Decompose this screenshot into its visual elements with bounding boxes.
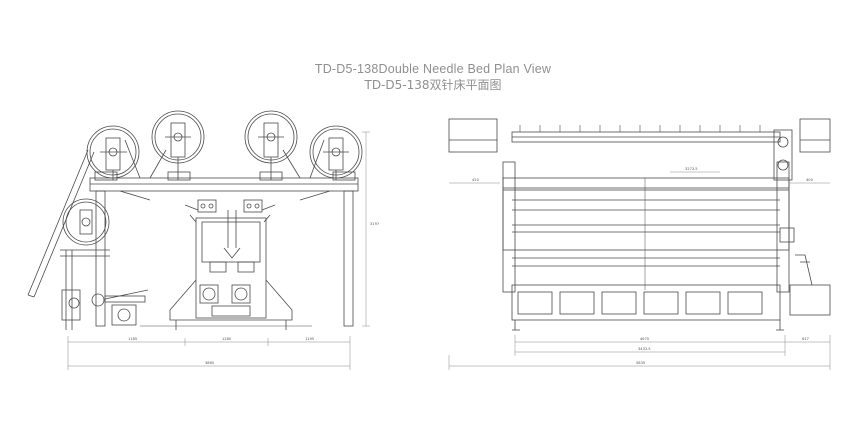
top-beam — [89, 177, 359, 192]
front-dimensions — [448, 171, 831, 370]
dim-front-1: 4670 — [640, 337, 650, 341]
lower-roller — [62, 198, 110, 246]
right-leg — [343, 190, 354, 327]
front-view — [448, 118, 831, 370]
needle-bed-machine — [169, 210, 293, 330]
left-leg — [95, 190, 106, 327]
title-english: TD-D5-138Double Needle Bed Plan View — [314, 62, 552, 76]
dim-side-3: 1195 — [305, 337, 314, 341]
side-dimensions — [67, 131, 370, 370]
dim-front-mid: 3433.5 — [638, 347, 651, 351]
creel-roller — [244, 110, 298, 164]
dim-front-total: 5835 — [636, 361, 645, 365]
main-frame-top — [502, 177, 790, 189]
dim-side-2: 1280 — [222, 337, 232, 341]
dim-front-left: 420 — [472, 178, 480, 182]
creel-roller — [151, 110, 205, 164]
dim-side-height: 3197 — [370, 222, 379, 226]
take-down-section — [511, 284, 781, 321]
side-view — [27, 110, 370, 370]
dim-front-right: 400 — [806, 178, 814, 182]
dim-side-total: 3865 — [205, 361, 214, 365]
yarn-feeders — [184, 199, 276, 223]
left-housing — [448, 118, 498, 153]
right-housing — [799, 118, 831, 153]
dim-side-1: 1185 — [128, 337, 137, 341]
title-chinese: TD-D5-138双针床平面图 — [364, 78, 502, 92]
dim-front-2: 617 — [802, 337, 809, 341]
motor — [789, 284, 831, 316]
dim-front-center: 3273.5 — [685, 167, 698, 171]
drawing-titles: TD-D5-138Double Needle Bed Plan View TD-… — [0, 62, 866, 93]
